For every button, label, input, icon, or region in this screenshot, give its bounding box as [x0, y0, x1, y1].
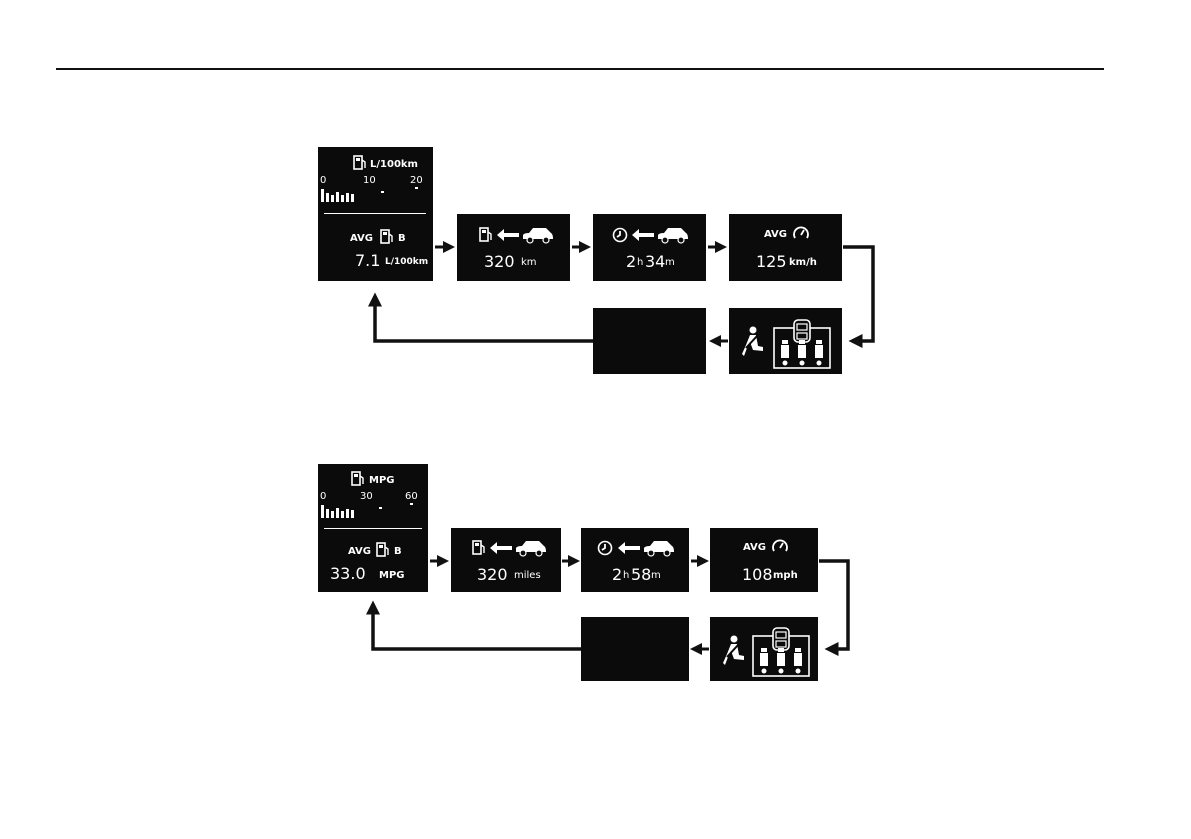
car-icon	[516, 541, 546, 557]
range-value: 320	[484, 252, 515, 271]
clock-icon	[597, 540, 613, 556]
panel-time-metric: 2 h 34 m	[593, 214, 706, 281]
range-unit: miles	[514, 570, 541, 581]
seat-occupancy-icon	[773, 319, 831, 369]
time-m-unit: m	[665, 257, 675, 268]
panel-divider	[324, 213, 426, 214]
trip-label: B	[394, 546, 402, 557]
speed-unit: mph	[773, 570, 798, 581]
time-minutes: 34	[645, 252, 666, 271]
speed-value: 125	[756, 252, 787, 271]
arrow-speed-to-seatbelt-2	[819, 559, 850, 656]
consumption-history-bars	[321, 503, 413, 518]
consumption-value-unit: MPG	[379, 570, 405, 581]
fuel-pump-icon	[351, 471, 364, 486]
car-icon	[523, 228, 553, 244]
scale-min: 0	[320, 175, 327, 186]
time-hours: 2	[612, 565, 623, 584]
speed-value: 108	[742, 565, 773, 584]
fuel-pump-icon	[479, 227, 492, 242]
time-hours: 2	[626, 252, 637, 271]
arrow-left-icon	[632, 229, 654, 241]
panel-seatbelt-metric	[729, 308, 842, 374]
seatbelt-icon	[723, 635, 744, 665]
car-icon	[644, 541, 674, 557]
time-h-unit: h	[623, 570, 630, 581]
arrow-left-icon	[618, 542, 640, 554]
fuel-pump-icon	[380, 229, 393, 244]
speed-avg-label: AVG	[743, 542, 767, 553]
car-icon	[658, 228, 688, 244]
panel-divider	[324, 528, 422, 529]
scale-mid: 30	[360, 491, 373, 502]
seat-occupancy-icon	[752, 627, 810, 677]
arrow-left-icon	[490, 542, 512, 554]
consumption-value: 7.1	[355, 251, 381, 270]
range-value: 320	[477, 565, 508, 584]
avg-label: AVG	[350, 233, 374, 244]
header-rule	[56, 68, 1104, 70]
arrow-blank-to-consumption-2	[366, 600, 581, 651]
fuel-pump-icon	[376, 542, 389, 557]
fuel-pump-icon	[472, 540, 485, 555]
scale-max: 20	[410, 175, 423, 186]
speedometer-icon	[772, 539, 788, 552]
time-m-unit: m	[651, 570, 661, 581]
panel-blank-metric	[593, 308, 706, 374]
avg-label: AVG	[348, 546, 372, 557]
panel-avg-speed-imperial: AVG 108 mph	[710, 528, 818, 592]
arrow-blank-to-consumption-1	[368, 292, 593, 343]
consumption-history-bars	[321, 187, 418, 202]
speed-unit: km/h	[789, 257, 817, 268]
panel-seatbelt-imperial	[710, 617, 818, 681]
panel-range-metric: 320 km	[457, 214, 570, 281]
trip-label: B	[398, 233, 406, 244]
scale-max: 60	[405, 491, 418, 502]
speedometer-icon	[793, 226, 809, 239]
fuel-pump-icon	[353, 155, 366, 170]
time-minutes: 58	[631, 565, 652, 584]
seatbelt-icon	[742, 326, 763, 356]
panel-blank-imperial	[581, 617, 689, 681]
arrow-speed-to-seatbelt-1	[843, 245, 875, 348]
panel-consumption-metric: L/100km 0 10 20 AVG B 7.1 L/100km	[318, 147, 433, 281]
consumption-unit: L/100km	[370, 159, 418, 170]
panel-consumption-imperial: MPG 0 30 60 AVG B 33.0 MPG	[318, 464, 428, 592]
consumption-value-unit: L/100km	[385, 257, 429, 267]
arrow-left-icon	[497, 229, 519, 241]
time-h-unit: h	[637, 257, 644, 268]
scale-mid: 10	[363, 175, 376, 186]
scale-min: 0	[320, 491, 327, 502]
range-unit: km	[521, 257, 537, 268]
panel-range-imperial: 320 miles	[451, 528, 561, 592]
speed-avg-label: AVG	[764, 229, 788, 240]
consumption-value: 33.0	[330, 564, 366, 583]
clock-icon	[612, 227, 628, 243]
panel-avg-speed-metric: AVG 125 km/h	[729, 214, 842, 281]
panel-time-imperial: 2 h 58 m	[581, 528, 689, 592]
consumption-unit: MPG	[369, 475, 395, 486]
